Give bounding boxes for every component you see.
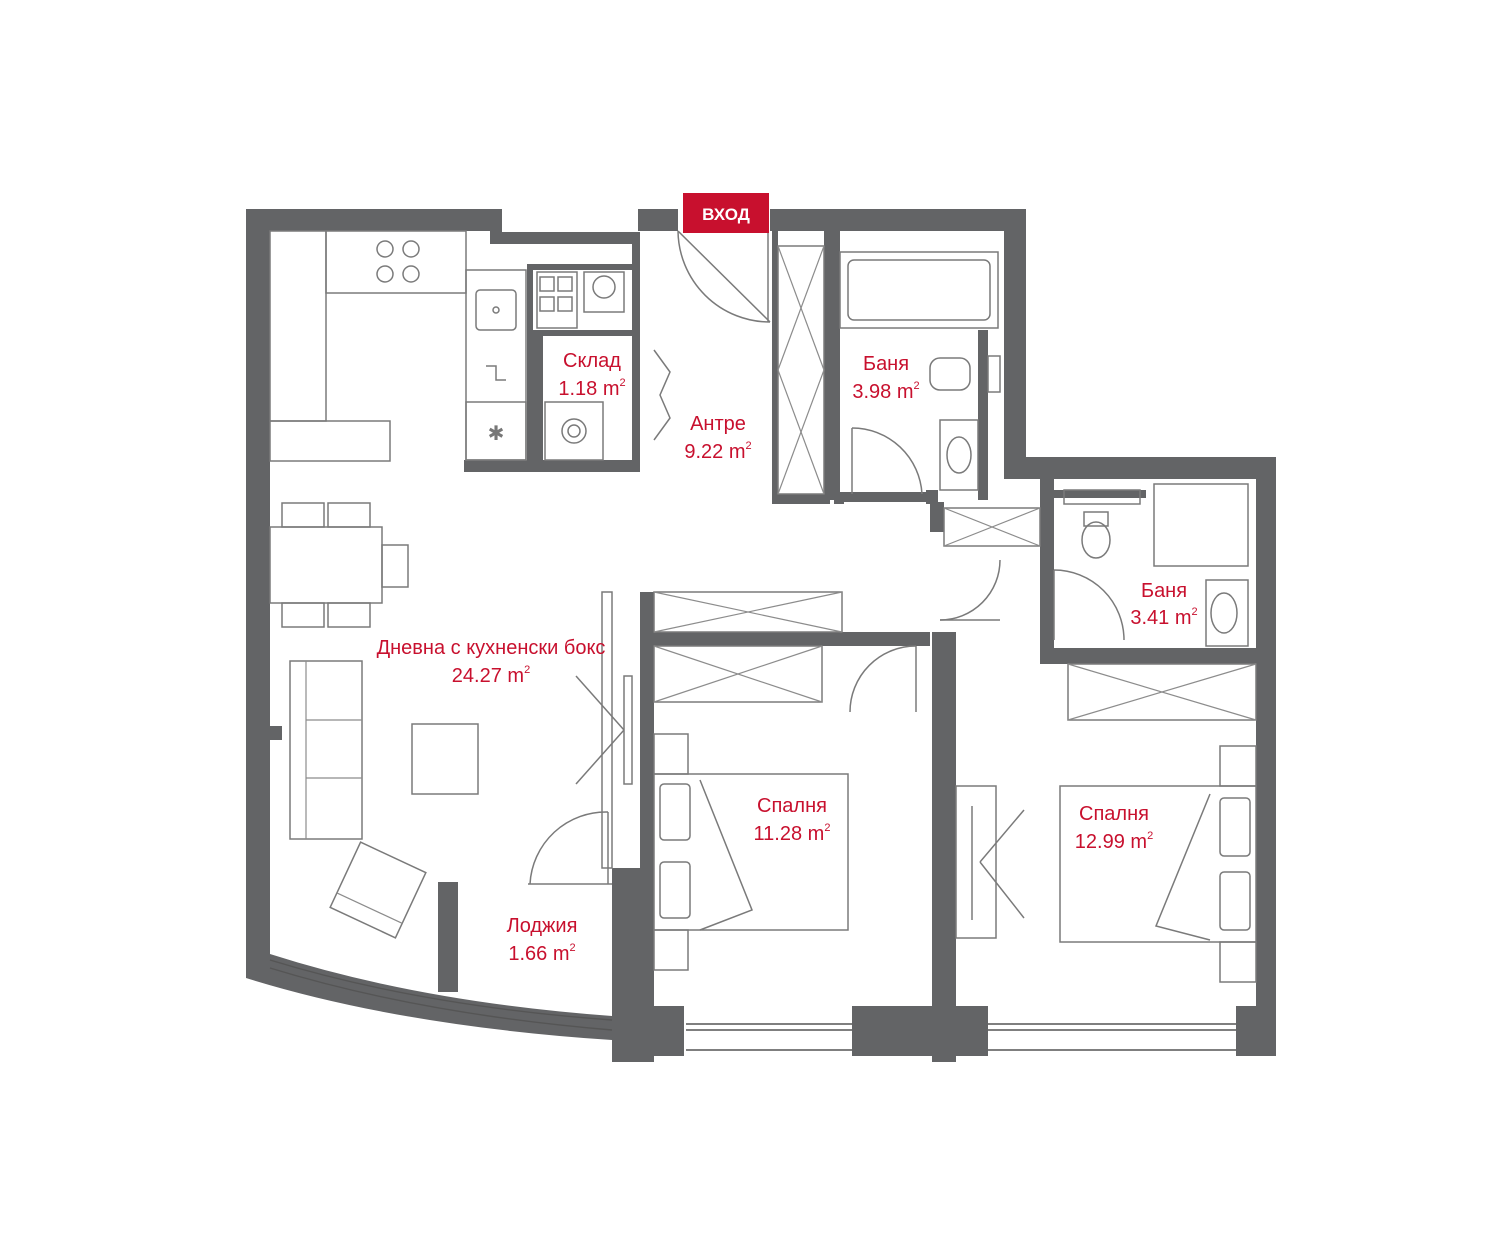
hall-area: 9.22 m2 [684, 440, 751, 463]
storage-name: Склад [563, 350, 621, 372]
bedroom1-name: Спалня [757, 795, 827, 817]
living-sliding-door [575, 591, 633, 869]
bath1-name: Баня [863, 353, 909, 375]
walls [246, 209, 1276, 1062]
bedroom2-furniture [955, 663, 1257, 983]
storage-area: 1.18 m2 [558, 377, 625, 400]
living-area: 24.27 m2 [452, 664, 530, 687]
hall-name: Антре [690, 413, 746, 435]
corridor-cupboard [939, 507, 1041, 621]
windows [269, 959, 1236, 1051]
entrance-door [677, 230, 771, 323]
entrance-badge: ВХОД [683, 193, 769, 233]
bedroom1-furniture [653, 591, 917, 971]
storage-fixtures [536, 271, 671, 461]
bedroom2-area: 12.99 m2 [1075, 830, 1153, 853]
loggia-door [528, 811, 612, 885]
bath2-name: Баня [1141, 580, 1187, 602]
bath1-fixtures [839, 251, 1001, 495]
bath2-area: 3.41 m2 [1130, 606, 1197, 629]
hall-wardrobe [777, 245, 825, 495]
loggia-name: Лоджия [507, 915, 578, 937]
kitchen-furniture: ✱ [269, 230, 527, 939]
bedroom1-area: 11.28 m2 [754, 822, 831, 845]
living-name: Дневна с кухненски бокс [377, 637, 606, 659]
entrance-label: ВХОД [702, 205, 750, 224]
bedroom2-name: Спалня [1079, 803, 1149, 825]
svg-text:✱: ✱ [488, 421, 505, 445]
loggia-area: 1.66 m2 [508, 942, 575, 965]
room-labels: Склад 1.18 m2 Антре 9.22 m2 Баня 3.98 m2… [377, 350, 1198, 965]
bath1-area: 3.98 m2 [852, 380, 919, 403]
bath2-fixtures [1053, 483, 1249, 647]
